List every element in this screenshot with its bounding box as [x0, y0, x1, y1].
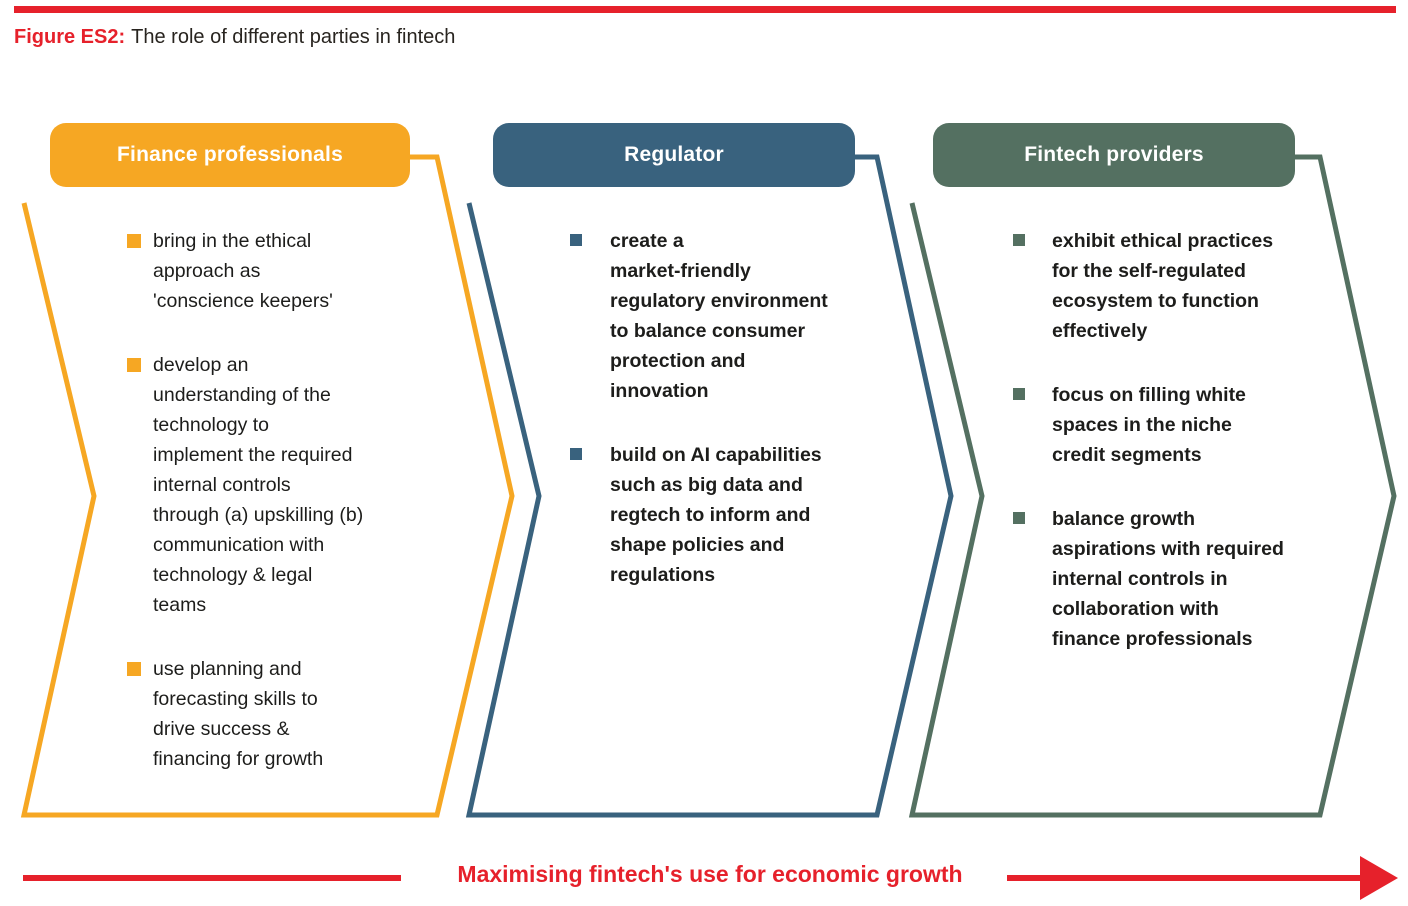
- bullet-square-icon: [127, 358, 141, 372]
- bullet-square-icon: [570, 448, 582, 460]
- bullet-square-icon: [1013, 234, 1025, 246]
- chevron-outline-fintech: [908, 154, 1397, 818]
- bullet-item: exhibit ethical practices for the self-r…: [1013, 226, 1347, 346]
- bullet-list-finance: bring in the ethical approach as 'consci…: [127, 226, 461, 774]
- bullet-text: develop an understanding of the technolo…: [153, 354, 364, 616]
- bullet-list-fintech: exhibit ethical practices for the self-r…: [1013, 226, 1347, 654]
- bullet-square-icon: [1013, 388, 1025, 400]
- chevron-outline-regulator: [465, 154, 954, 818]
- bullet-square-icon: [127, 234, 141, 248]
- panel-title: Regulator: [624, 143, 724, 166]
- bullet-text: balance growth aspirations with required…: [1052, 508, 1284, 650]
- panel-title: Fintech providers: [1024, 143, 1204, 166]
- bullet-text: create a market-friendly regulatory envi…: [610, 230, 828, 402]
- bullet-item: build on AI capabilities such as big dat…: [570, 440, 882, 590]
- panel-header-fintech-providers: Fintech providers: [933, 123, 1295, 187]
- bullet-square-icon: [1013, 512, 1025, 524]
- figure-caption: The role of different parties in fintech: [131, 26, 456, 48]
- bullet-item: create a market-friendly regulatory envi…: [570, 226, 882, 406]
- bullet-square-icon: [570, 234, 582, 246]
- bullet-text: focus on filling white spaces in the nic…: [1052, 384, 1246, 466]
- bullet-item: develop an understanding of the technolo…: [127, 350, 461, 620]
- figure-title: Figure ES2:The role of different parties…: [14, 26, 455, 49]
- panel-header-regulator: Regulator: [493, 123, 855, 187]
- chevron-outline-finance: [20, 154, 515, 818]
- growth-arrow-head-icon: [1360, 856, 1398, 900]
- bullet-item: use planning and forecasting skills to d…: [127, 654, 461, 774]
- bullet-square-icon: [127, 662, 141, 676]
- bullet-item: focus on filling white spaces in the nic…: [1013, 380, 1347, 470]
- bullet-item: bring in the ethical approach as 'consci…: [127, 226, 461, 316]
- bullet-text: exhibit ethical practices for the self-r…: [1052, 230, 1274, 342]
- panel-header-finance-professionals: Finance professionals: [50, 123, 410, 187]
- bullet-text: use planning and forecasting skills to d…: [153, 658, 324, 770]
- bullet-text: bring in the ethical approach as 'consci…: [153, 230, 333, 312]
- panel-title: Finance professionals: [117, 143, 343, 166]
- figure-label: Figure ES2:: [14, 26, 126, 48]
- top-rule: [14, 6, 1396, 13]
- bullet-list-regulator: create a market-friendly regulatory envi…: [570, 226, 882, 590]
- growth-arrow-label: Maximising fintech's use for economic gr…: [457, 861, 963, 887]
- bullet-text: build on AI capabilities such as big dat…: [610, 444, 822, 586]
- bullet-item: balance growth aspirations with required…: [1013, 504, 1347, 654]
